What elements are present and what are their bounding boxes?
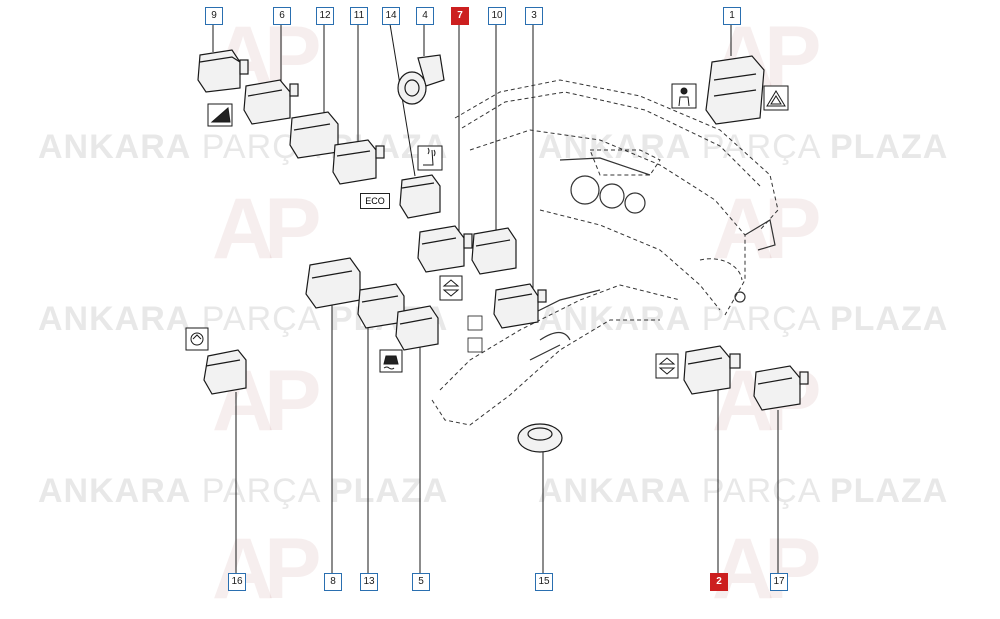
eco-label: ECO xyxy=(360,193,390,209)
callout-15: 15 xyxy=(535,573,553,591)
dashboard-details xyxy=(519,157,776,361)
switch-part-10 xyxy=(471,227,517,275)
seat-heater-symbol-icon xyxy=(417,145,443,171)
callout-2-highlighted: 2 xyxy=(710,573,728,591)
dashboard-outline xyxy=(431,79,779,426)
callout-13: 13 xyxy=(360,573,378,591)
callout-3: 3 xyxy=(525,7,543,25)
switch-part-5 xyxy=(395,305,439,351)
switch-part-2 xyxy=(683,345,741,395)
callout-1: 1 xyxy=(723,7,741,25)
callout-16: 16 xyxy=(228,573,246,591)
callout-14: 14 xyxy=(382,7,400,25)
parts-diagram: ANKARA PARÇA PLAZA ANKARA PARÇA PLAZA AN… xyxy=(38,7,949,617)
switch-part-8 xyxy=(305,257,361,309)
small-symbol-icon xyxy=(467,315,483,353)
switch-part-7 xyxy=(417,225,473,273)
switch-part-9 xyxy=(197,49,249,93)
seatbelt-warning-icon xyxy=(671,83,697,109)
switch-part-11 xyxy=(332,139,385,185)
callout-9: 9 xyxy=(205,7,223,25)
watermark-text: ANKARA PARÇA PLAZA xyxy=(38,472,449,510)
switch-part-16 xyxy=(203,349,247,395)
callout-8: 8 xyxy=(324,573,342,591)
callout-12: 12 xyxy=(316,7,334,25)
up-down-arrows-icon xyxy=(439,275,463,301)
callout-10: 10 xyxy=(488,7,506,25)
callout-6: 6 xyxy=(273,7,291,25)
switch-part-17 xyxy=(753,365,809,411)
switch-part-1 xyxy=(705,55,765,125)
switch-part-6 xyxy=(243,79,299,125)
watermark-logo: AP xyxy=(712,181,822,277)
callout-7-highlighted: 7 xyxy=(451,7,469,25)
wiper-symbol-icon xyxy=(207,103,233,127)
switch-part-14 xyxy=(399,174,441,219)
diagram-drawing xyxy=(185,23,809,575)
up-down-arrows-icon xyxy=(655,353,679,379)
switch-part-3 xyxy=(493,283,547,329)
knob-part-4 xyxy=(397,54,445,105)
watermark-text: ANKARA PARÇA PLAZA xyxy=(538,300,949,338)
callout-5: 5 xyxy=(412,573,430,591)
hazard-triangle-icon xyxy=(763,85,789,111)
switch-part-12 xyxy=(289,111,339,159)
callout-17: 17 xyxy=(770,573,788,591)
pad-part-15 xyxy=(517,423,563,453)
callout-11: 11 xyxy=(350,7,368,25)
watermark-text: ANKARA PARÇA PLAZA xyxy=(538,472,949,510)
traction-control-icon xyxy=(379,349,403,373)
watermark-logo: AP xyxy=(212,181,322,277)
stop-start-icon xyxy=(185,327,209,351)
callout-4: 4 xyxy=(416,7,434,25)
